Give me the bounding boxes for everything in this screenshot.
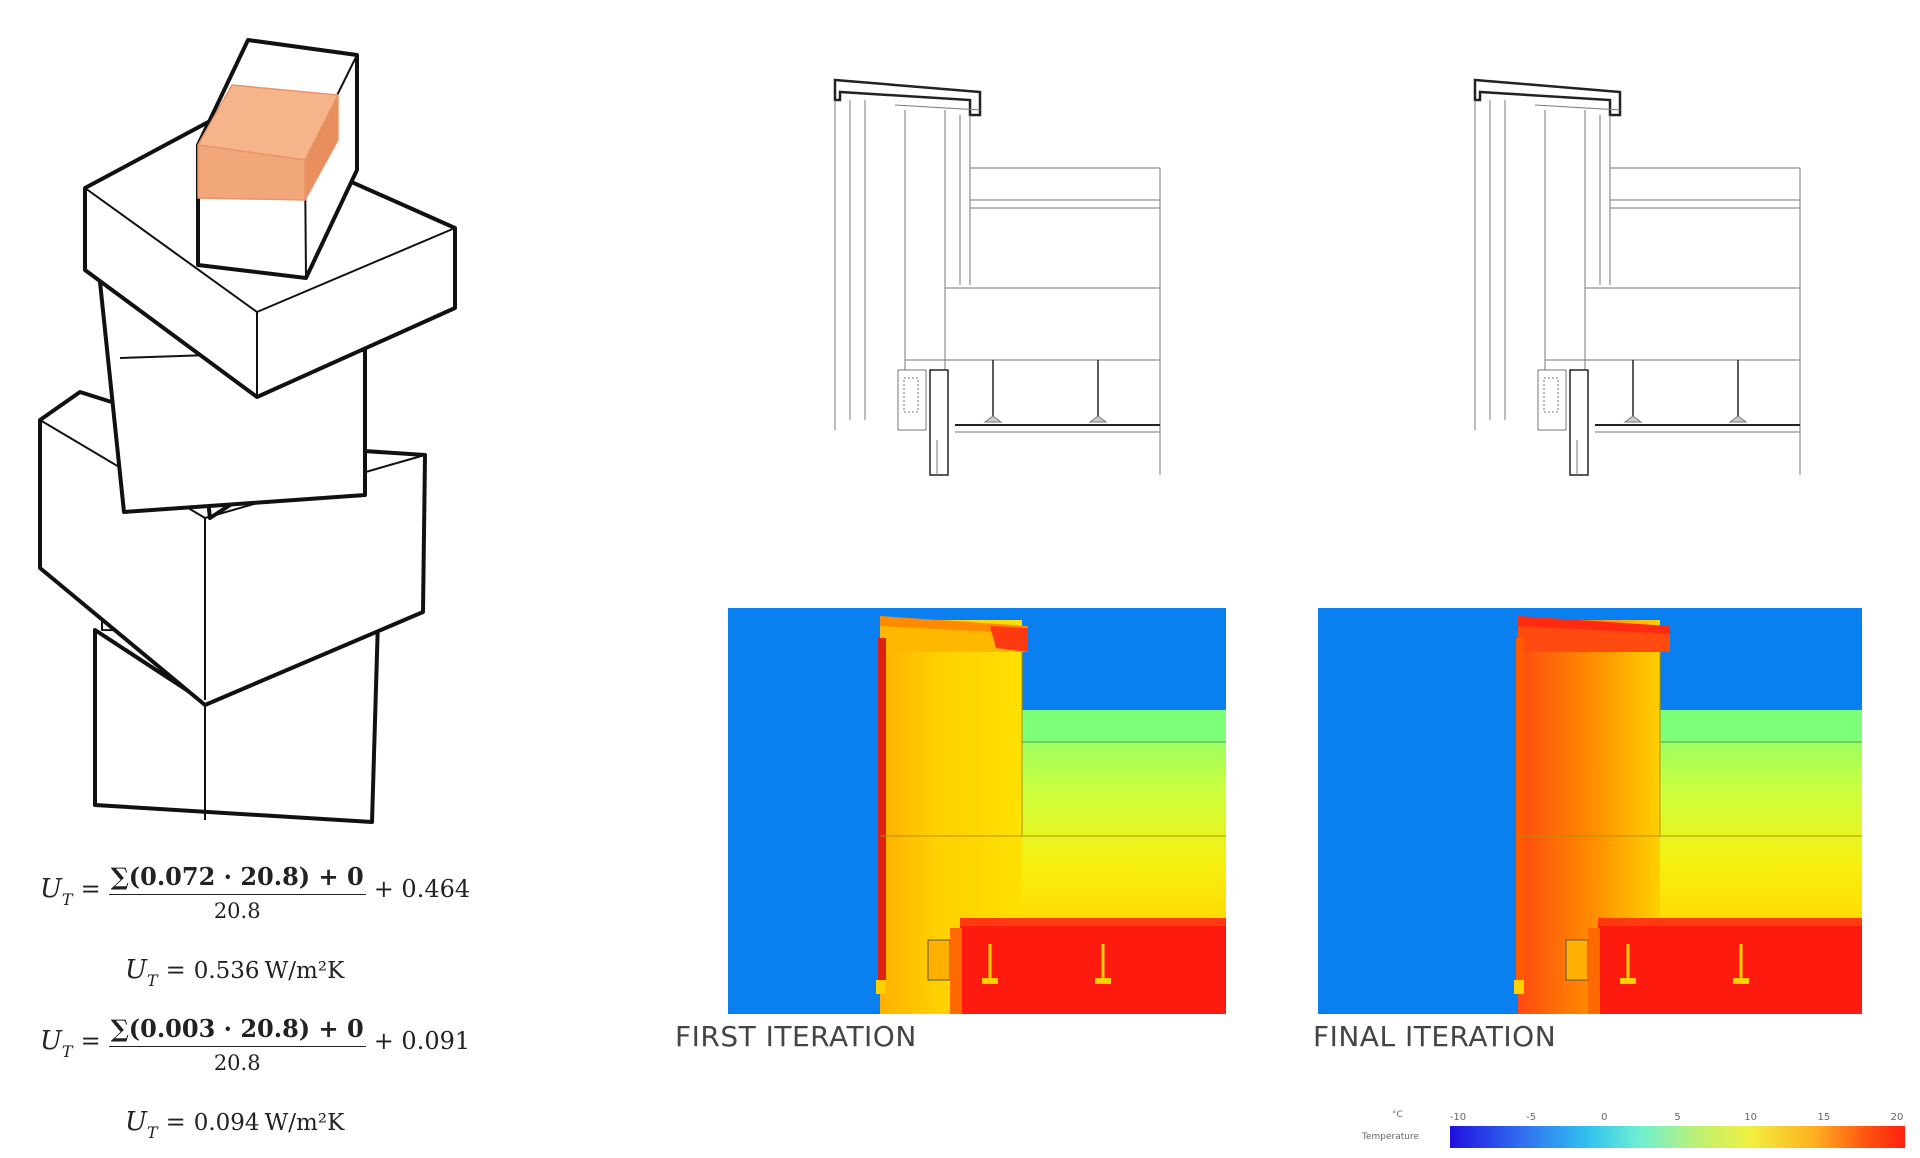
section-drawing-first	[833, 78, 1161, 476]
stacked-boxes-diagram	[38, 38, 457, 824]
formula-2-unit: W/m²K	[264, 958, 345, 984]
legend-tick-label: 10	[1744, 1112, 1758, 1123]
formula-1-lhs: U	[40, 874, 62, 904]
formula-2-result: 0.536	[193, 958, 260, 984]
thermal-map-final	[1318, 608, 1862, 1014]
formula-1: UT =∑(0.072 · 20.8) + 0 20.8 + 0.464	[40, 862, 470, 923]
formula-4-sub: T	[146, 1123, 158, 1142]
legend-color-bar	[1450, 1126, 1905, 1148]
formula-3-denominator: 20.8	[213, 1051, 261, 1075]
formula-2: UT = 0.536 W/m²K	[125, 955, 345, 990]
formula-2-equals: =	[165, 956, 186, 984]
formula-4-result: 0.094	[193, 1110, 260, 1136]
thermal-map-first	[728, 608, 1226, 1014]
formula-4-lhs: U	[125, 1107, 147, 1137]
legend-tick-label: 15	[1817, 1112, 1831, 1123]
formula-3-equals: =	[80, 1027, 101, 1055]
formula-4: UT = 0.094 W/m²K	[125, 1107, 345, 1142]
legend-tick-label: -5	[1526, 1112, 1537, 1123]
label-first-iteration: FIRST ITERATION	[675, 1020, 917, 1053]
label-final-iteration: FINAL ITERATION	[1313, 1020, 1557, 1053]
formula-1-denominator: 20.8	[213, 899, 261, 923]
formula-4-unit: W/m²K	[264, 1110, 345, 1136]
legend-tick-label: 5	[1674, 1112, 1681, 1123]
formula-3-addend: + 0.091	[373, 1027, 471, 1055]
formula-1-equals: =	[80, 875, 101, 903]
formula-3-lhs: U	[40, 1026, 62, 1056]
formula-3-numerator: ∑(0.003 · 20.8) + 0	[108, 1014, 366, 1047]
legend-tick-label: -10	[1449, 1112, 1467, 1123]
legend-tick-label: 20	[1890, 1112, 1904, 1123]
formula-1-numerator: ∑(0.072 · 20.8) + 0	[108, 862, 366, 895]
formula-4-equals: =	[165, 1108, 186, 1136]
formula-2-sub: T	[146, 971, 158, 990]
section-drawing-final	[1473, 78, 1801, 476]
highlight-volume	[197, 84, 339, 201]
box-top	[196, 38, 359, 280]
formula-1-sub: T	[61, 890, 73, 909]
formula-2-lhs: U	[125, 955, 147, 985]
formula-3: UT =∑(0.003 · 20.8) + 0 20.8 + 0.091	[40, 1014, 470, 1075]
legend-unit: °C	[1392, 1110, 1403, 1120]
legend-title: Temperature	[1362, 1132, 1420, 1142]
formula-3-sub: T	[61, 1042, 73, 1061]
formula-1-addend: + 0.464	[373, 875, 471, 903]
legend-tick-label: 0	[1601, 1112, 1608, 1123]
